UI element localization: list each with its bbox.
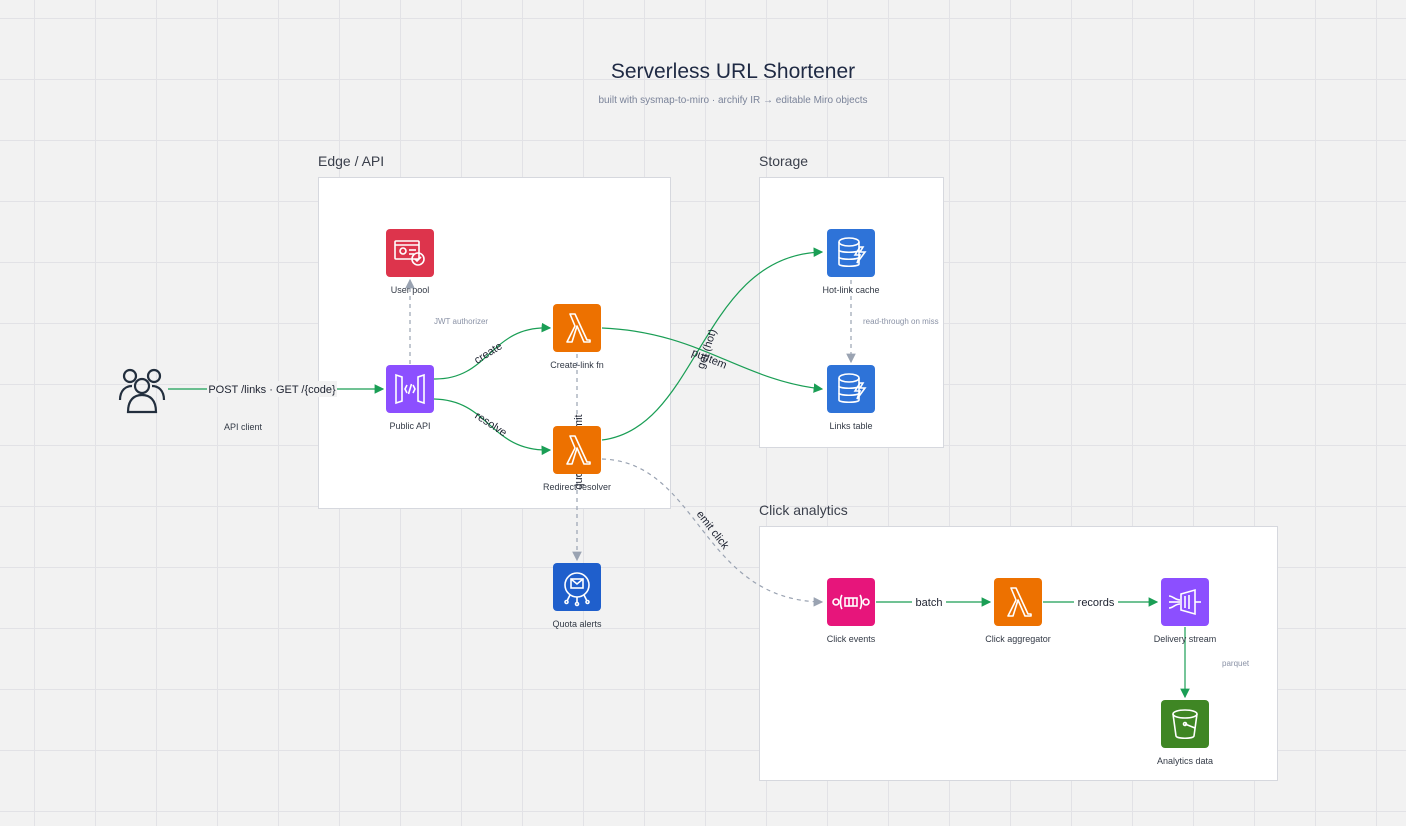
redirect-resolver-node[interactable]	[553, 426, 601, 474]
node-label-aggregator: Click aggregator	[985, 634, 1051, 644]
cognito-icon	[394, 240, 425, 266]
edge-api-to-create[interactable]	[433, 322, 552, 380]
edge-redirect-to-events[interactable]	[601, 458, 824, 607]
edge-label-read-through: read-through on miss	[863, 317, 939, 326]
edge-label-bg	[1074, 594, 1118, 610]
group-storage-label: Storage	[759, 153, 809, 169]
node-label-api-client: API client	[223, 422, 263, 432]
edge-label-create: create	[472, 340, 504, 366]
edge-api-to-redirect[interactable]	[433, 398, 552, 456]
links-table-node[interactable]	[827, 365, 875, 413]
edge-label-resolve: resolve	[472, 410, 508, 439]
node-label-redirect: Redirect resolver	[542, 482, 612, 492]
delivery-stream-node[interactable]	[1161, 578, 1209, 626]
node-label-analytics-data: Analytics data	[1156, 756, 1214, 766]
diagram-title: Serverless URL Shortener	[610, 60, 856, 83]
lambda-icon	[566, 313, 591, 343]
edge-label-records: records	[1078, 597, 1115, 609]
sqs-icon	[832, 594, 870, 610]
node-label-user-pool: User pool	[390, 285, 430, 295]
edge-label-emit-click: emit click	[694, 509, 732, 552]
node-label-quota: Quota alerts	[552, 619, 602, 629]
sns-icon	[564, 572, 590, 607]
edge-label-post-links: POST /links · GET /{code}	[208, 384, 336, 396]
group-click-analytics-label: Click analytics	[759, 502, 848, 518]
edge-label-batch: batch	[916, 597, 943, 609]
analytics-data-node[interactable]	[1161, 700, 1209, 748]
click-aggregator-node[interactable]	[994, 578, 1042, 626]
node-label-public-api: Public API	[389, 421, 431, 431]
node-label-create-fn: Create-link fn	[550, 360, 604, 370]
api-gateway-icon	[395, 373, 425, 405]
users-icon[interactable]	[118, 364, 166, 414]
edge-label-parquet: parquet	[1222, 659, 1250, 668]
public-api-node[interactable]	[386, 365, 434, 413]
create-link-fn-node[interactable]	[553, 304, 601, 352]
node-label-links-table: Links table	[829, 421, 873, 431]
user-pool-node[interactable]	[386, 229, 434, 277]
quota-alerts-node[interactable]	[553, 563, 601, 611]
edge-label-jwt: JWT authorizer	[434, 317, 488, 326]
edge-redirect-to-cache[interactable]	[601, 247, 824, 441]
node-label-hot-cache: Hot-link cache	[822, 285, 880, 295]
node-label-delivery: Delivery stream	[1153, 634, 1217, 644]
node-label-click-events: Click events	[826, 634, 876, 644]
group-edge-api[interactable]	[318, 177, 671, 509]
lambda-icon	[1007, 587, 1032, 617]
dynamodb-icon	[838, 373, 867, 404]
edge-label-bg	[207, 381, 337, 397]
diagram-subtitle: built with sysmap-to-miro · archify IR →…	[598, 95, 868, 106]
dynamodb-icon	[838, 237, 867, 268]
click-events-node[interactable]	[827, 578, 875, 626]
edge-label-bg	[912, 594, 946, 610]
firehose-icon	[1168, 588, 1201, 616]
edge-create-to-table[interactable]	[601, 327, 824, 393]
group-edge-api-label: Edge / API	[318, 153, 385, 169]
s3-bucket-icon	[1172, 709, 1198, 740]
lambda-icon	[566, 435, 591, 465]
hot-link-cache-node[interactable]	[827, 229, 875, 277]
